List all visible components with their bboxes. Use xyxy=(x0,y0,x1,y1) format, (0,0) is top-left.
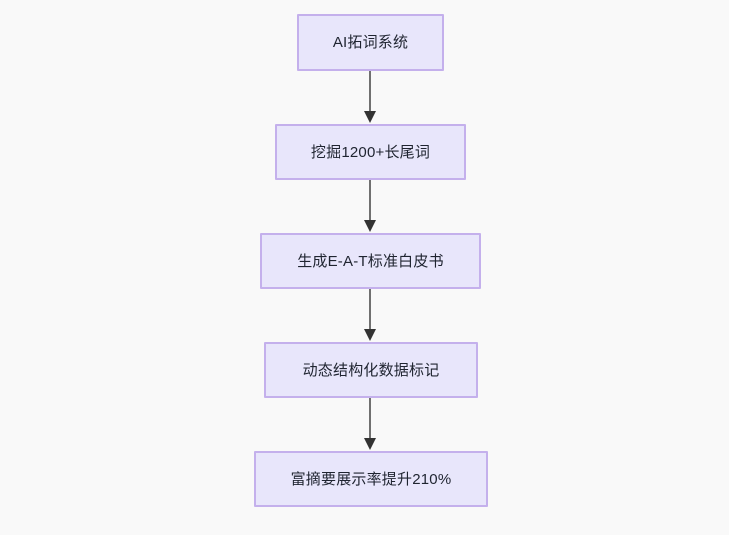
flow-node-label: AI拓词系统 xyxy=(332,34,409,51)
flow-node-label: 挖掘1200+长尾词 xyxy=(310,143,431,161)
flow-node-ai-keyword-system[interactable]: AI拓词系统 xyxy=(297,14,444,71)
flow-node-rich-snippet-impression-lift[interactable]: 富摘要展示率提升210% xyxy=(254,451,488,507)
flow-edge-node2-node3 xyxy=(360,180,380,233)
flow-node-dynamic-structured-data-markup[interactable]: 动态结构化数据标记 xyxy=(264,342,478,398)
flow-edge-node3-node4 xyxy=(360,289,380,342)
flow-node-mine-longtail-keywords[interactable]: 挖掘1200+长尾词 xyxy=(275,124,466,180)
flow-node-label: 动态结构化数据标记 xyxy=(302,361,440,379)
flow-node-label: 富摘要展示率提升210% xyxy=(290,470,452,488)
flow-node-generate-eat-whitepaper[interactable]: 生成E-A-T标准白皮书 xyxy=(260,233,481,289)
flow-node-label: 生成E-A-T标准白皮书 xyxy=(297,252,444,270)
flow-edge-node1-node2 xyxy=(360,71,380,124)
flow-edge-node4-node5 xyxy=(360,398,380,451)
